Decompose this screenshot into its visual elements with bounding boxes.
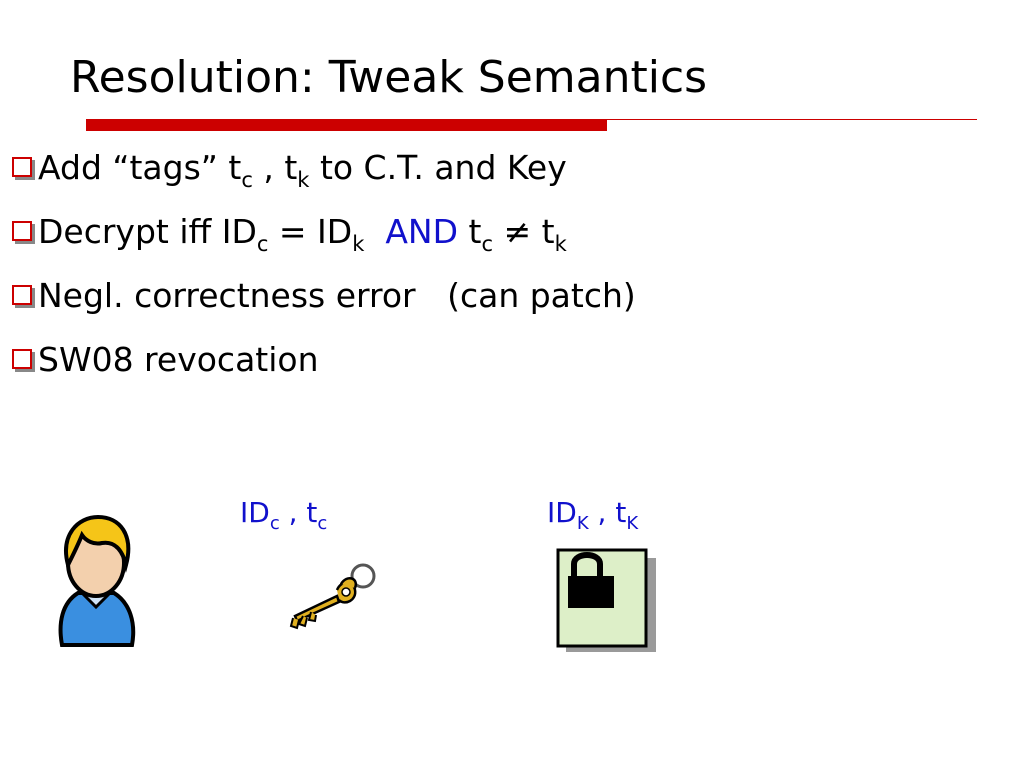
locked-document-icon [556, 548, 656, 652]
slide-title: Resolution: Tweak Semantics [70, 52, 708, 103]
checkbox-bullet-icon [12, 285, 32, 305]
checkbox-bullet-icon [12, 221, 32, 241]
checkbox-bullet-icon [12, 349, 32, 369]
title-rule-thick [86, 119, 607, 131]
checkbox-bullet-icon [12, 157, 32, 177]
bullet-item: Decrypt iff IDc = IDk AND tc ≠ tk [12, 210, 567, 266]
user-icon [58, 514, 136, 647]
lock-label: IDK , tK [547, 496, 639, 534]
key-icon [289, 563, 376, 630]
bullet-item: SW08 revocation [12, 338, 319, 382]
bullet-item: Add “tags” tc , tk to C.T. and Key [12, 146, 567, 202]
key-label: IDc , tc [240, 496, 328, 534]
title-rule-thin [607, 119, 977, 120]
and-keyword: AND [385, 212, 459, 251]
bullet-item: Negl. correctness error (can patch) [12, 274, 636, 318]
